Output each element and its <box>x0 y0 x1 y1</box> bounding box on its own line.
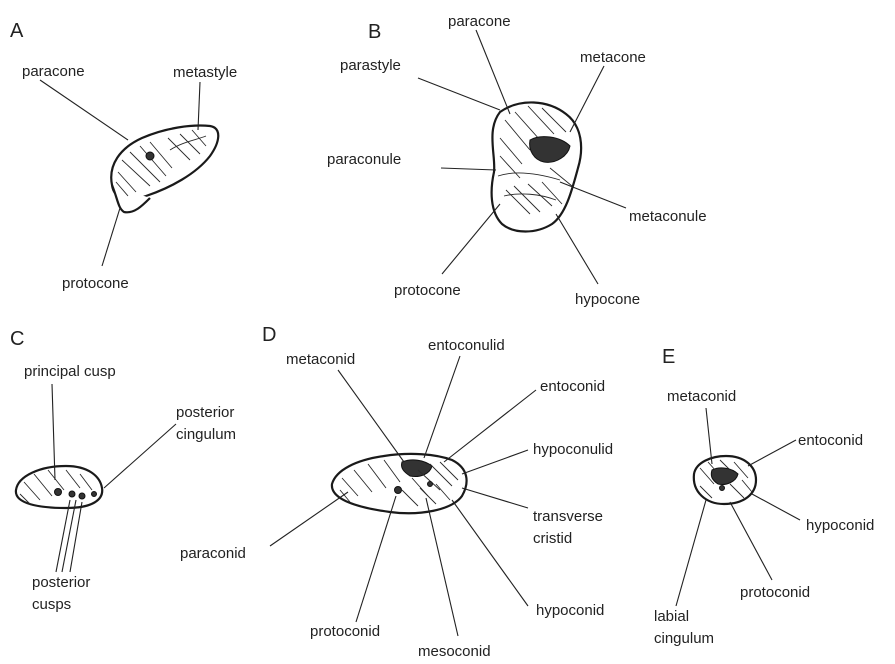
panel-b: B paracone parastyle metacone paraconule… <box>327 13 707 308</box>
panel-letter-b: B <box>368 21 381 43</box>
tooth-c-drawing <box>16 466 102 508</box>
panel-letter-c: C <box>10 328 24 350</box>
label-hypoconulid: hypoconulid <box>533 441 613 458</box>
label-transverse-line1: transverse <box>533 508 603 525</box>
label-paraconid: paraconid <box>180 545 246 562</box>
label-principal-cusp: principal cusp <box>24 363 116 380</box>
label-labial-line1: labial <box>654 608 689 625</box>
label-paracone-b: paracone <box>448 13 511 30</box>
label-metastyle: metastyle <box>173 64 237 81</box>
label-protocone: protocone <box>62 275 129 292</box>
label-cristid-line2: cristid <box>533 530 572 547</box>
label-paracone: paracone <box>22 63 85 80</box>
label-protocone-b: protocone <box>394 282 461 299</box>
panel-letter-e: E <box>662 346 675 368</box>
label-cingulum-line2-e: cingulum <box>654 630 714 647</box>
label-metaconid: metaconid <box>286 351 355 368</box>
panel-letter-d: D <box>262 324 276 346</box>
panel-a: A paracone metastyle protocone <box>10 20 237 292</box>
label-hypoconid-e: hypoconid <box>806 517 874 534</box>
label-hypocone: hypocone <box>575 291 640 308</box>
tooth-b-drawing <box>492 102 582 231</box>
panel-d: D metaconid entoconulid entoconid hypoco… <box>180 324 613 660</box>
tooth-d-drawing <box>332 454 467 513</box>
panel-c: C principal cusp posterior cingulum post… <box>10 328 236 613</box>
label-entoconulid: entoconulid <box>428 337 505 354</box>
label-posterior-cusps-line1: posterior <box>32 574 90 591</box>
label-entoconid-e: entoconid <box>798 432 863 449</box>
panel-letter-a: A <box>10 20 24 42</box>
label-hypoconid: hypoconid <box>536 602 604 619</box>
label-paraconule: paraconule <box>327 151 401 168</box>
label-protoconid-e: protoconid <box>740 584 810 601</box>
label-metaconule: metaconule <box>629 208 707 225</box>
label-mesoconid: mesoconid <box>418 643 491 660</box>
panel-e: E metaconid entoconid hypoconid protocon… <box>654 346 874 647</box>
label-cingulum-line2: cingulum <box>176 426 236 443</box>
label-parastyle: parastyle <box>340 57 401 74</box>
label-posterior-line1: posterior <box>176 404 234 421</box>
label-metaconid-e: metaconid <box>667 388 736 405</box>
tooth-a-drawing <box>111 126 218 213</box>
tooth-e-drawing <box>694 456 756 504</box>
label-posterior-cusps-line2: cusps <box>32 596 71 613</box>
label-metacone: metacone <box>580 49 646 66</box>
label-protoconid: protoconid <box>310 623 380 640</box>
label-entoconid: entoconid <box>540 378 605 395</box>
